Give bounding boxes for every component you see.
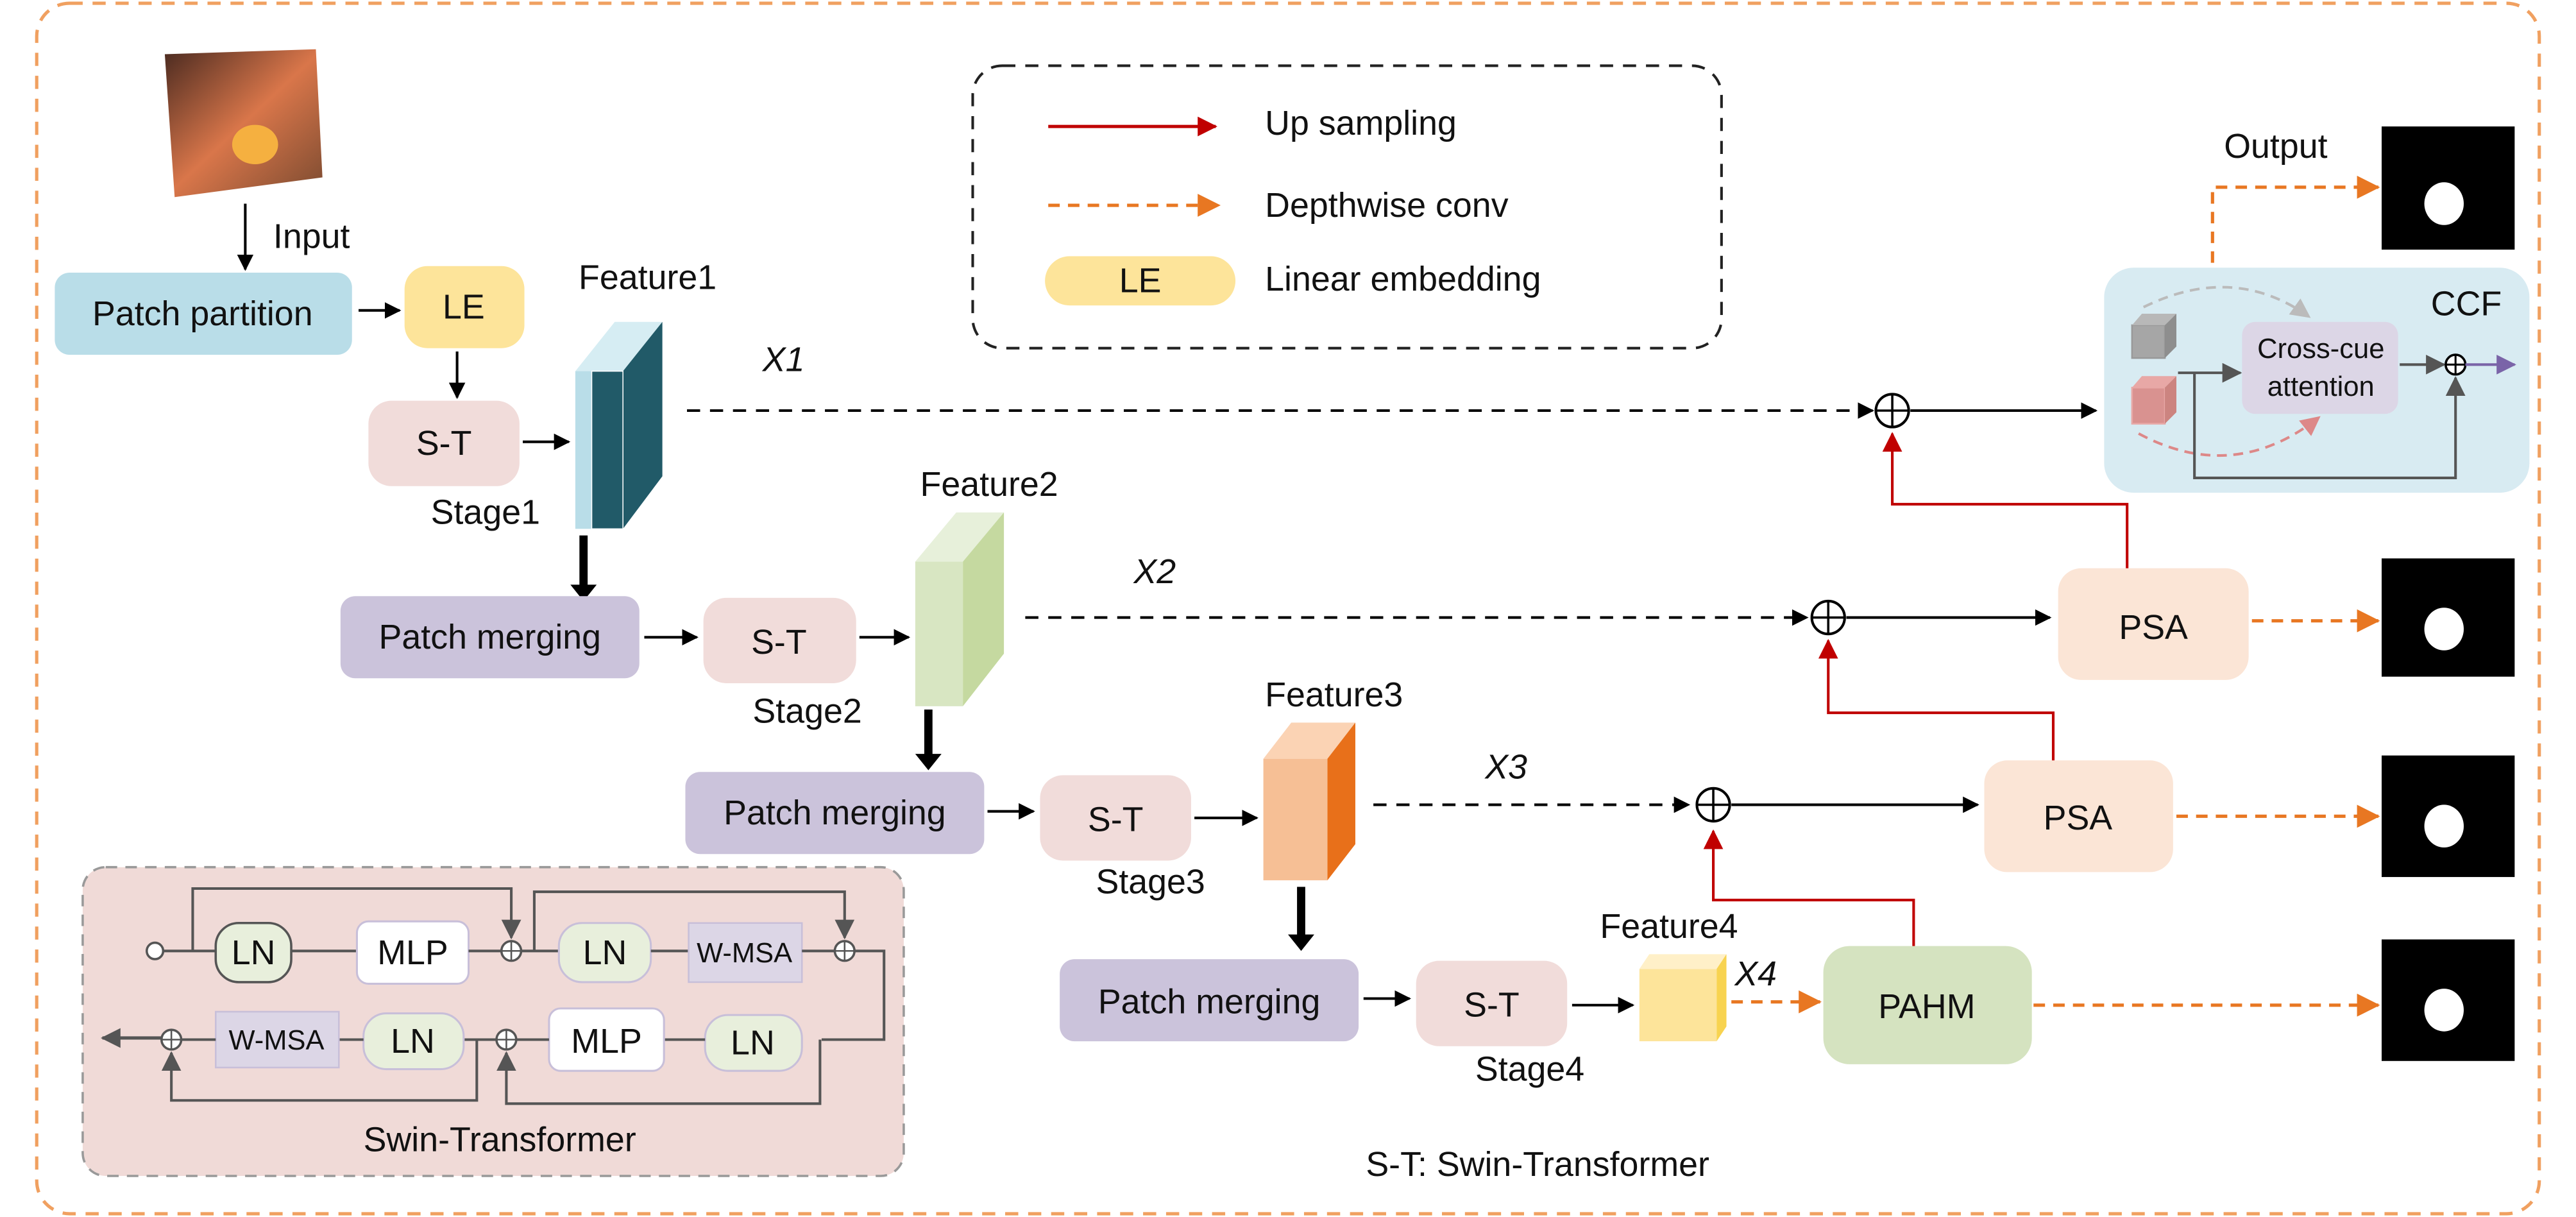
swin-ln-3 — [362, 1012, 465, 1071]
patch-partition-block — [55, 272, 352, 355]
swin-mlp-2-label: MLP — [571, 1022, 642, 1060]
ccf-sum-node — [2445, 353, 2467, 376]
sum-node-x2 — [1810, 599, 1846, 636]
ccf-title: CCF — [2431, 285, 2502, 323]
st-label-stage1: S-T — [416, 424, 472, 463]
red-cube-icon — [2131, 376, 2176, 425]
swin-wmsa-2-label: W-MSA — [228, 1025, 324, 1056]
feature4-block — [1639, 954, 1727, 1042]
st-block-stage2 — [703, 597, 856, 683]
psa-label-1: PSA — [2119, 608, 2188, 647]
cross-cue-line1: Cross-cue — [2257, 334, 2384, 364]
input-label: Input — [273, 217, 350, 256]
footnote: S-T: Swin-Transformer — [1366, 1145, 1709, 1184]
swin-ln-1 — [214, 921, 292, 983]
upsample-arrow-psa1 — [1882, 432, 2129, 568]
pahm-block — [1823, 946, 2032, 1064]
sum-node-x1 — [1874, 393, 1910, 429]
st-label-stage3: S-T — [1088, 800, 1144, 838]
swin-mlp-1-label: MLP — [377, 933, 448, 972]
patch-merging-label-3: Patch merging — [724, 794, 946, 832]
upsample-arrow-psa2 — [1818, 638, 2055, 761]
output-label: Output — [2224, 127, 2327, 166]
st-block-stage3 — [1040, 775, 1191, 861]
legend-le-label: LE — [1119, 262, 1162, 300]
st-block-stage4 — [1416, 960, 1568, 1046]
feature2-block — [915, 512, 1004, 706]
pahm-label: PAHM — [1878, 987, 1975, 1026]
swin-transformer-detail: Swin-Transformer LN MLP LN W-MSA LN MLP — [81, 865, 905, 1177]
gray-cube-icon — [2131, 313, 2176, 359]
legend-linear-embedding: Linear embedding — [1265, 260, 1541, 298]
patch-merging-label-4: Patch merging — [1098, 983, 1321, 1021]
patch-merging-block-4 — [1060, 959, 1359, 1042]
st-block-stage1 — [368, 400, 520, 486]
output-mask-4 — [2381, 939, 2515, 1061]
legend-depthwise-conv: Depthwise conv — [1265, 186, 1509, 225]
ccf-residual-arrow — [2193, 373, 2466, 480]
swin-ln-1-label: LN — [232, 933, 276, 972]
swin-wmsa-2 — [215, 1010, 340, 1069]
sum-node-x3 — [1695, 787, 1731, 823]
patch-merging-block-3 — [685, 772, 985, 855]
swin-ln-3-label: LN — [391, 1022, 435, 1060]
le-label: LE — [443, 288, 485, 327]
feature3-block — [1263, 722, 1355, 881]
stage1-label: Stage1 — [431, 493, 540, 532]
stage3-label: Stage3 — [1096, 863, 1205, 901]
x1-label: X1 — [761, 341, 805, 379]
st-label-stage2: S-T — [751, 623, 807, 661]
output-mask-3 — [2381, 755, 2515, 878]
output-mask-1 — [2381, 126, 2515, 250]
legend: Up sampling Depthwise conv LE Linear emb… — [971, 64, 1723, 350]
swin-title: Swin-Transformer — [364, 1121, 636, 1159]
patch-partition-label: Patch partition — [92, 294, 313, 333]
upsample-arrow-pahm — [1703, 829, 1915, 946]
feature1-block — [575, 321, 663, 530]
cross-cue-attention-block — [2242, 321, 2398, 414]
x3-label: X3 — [1484, 747, 1527, 786]
feature4-label: Feature4 — [1600, 907, 1738, 946]
swin-mlp-1 — [355, 920, 470, 985]
legend-le-swatch — [1045, 256, 1236, 306]
swin-ln-2 — [557, 922, 652, 983]
legend-box — [971, 64, 1723, 350]
psa-block-1 — [2058, 568, 2249, 680]
red-cue-arrow — [2138, 416, 2321, 457]
swin-ln-4-label: LN — [731, 1024, 775, 1062]
patch-merging-block-2 — [340, 596, 640, 679]
st-label-stage4: S-T — [1464, 986, 1520, 1025]
swin-ln-2-label: LN — [583, 933, 627, 972]
swin-wmsa-1-label: W-MSA — [697, 938, 792, 969]
swin-wmsa-1 — [688, 922, 803, 983]
psa-label-2: PSA — [2044, 799, 2113, 837]
legend-up-sampling: Up sampling — [1265, 104, 1457, 142]
feature2-label: Feature2 — [920, 465, 1058, 504]
x4-label: X4 — [1733, 955, 1777, 993]
x2-label: X2 — [1132, 552, 1176, 591]
gray-cue-arrow — [2142, 285, 2311, 318]
output-mask-2 — [2381, 558, 2515, 677]
input-image — [164, 49, 323, 198]
psa-block-2 — [1984, 760, 2173, 872]
stage4-label: Stage4 — [1475, 1050, 1584, 1089]
depthwise-arrow-ccf-output — [2210, 175, 2380, 263]
patch-merging-label-2: Patch merging — [379, 618, 602, 656]
feature1-label: Feature1 — [579, 259, 716, 297]
swin-ln-4 — [704, 1014, 803, 1072]
cross-cue-line2: attention — [2267, 371, 2375, 402]
stage2-label: Stage2 — [752, 692, 861, 730]
outer-frame — [35, 1, 2541, 1216]
feature3-label: Feature3 — [1265, 676, 1403, 714]
le-block — [404, 266, 525, 348]
